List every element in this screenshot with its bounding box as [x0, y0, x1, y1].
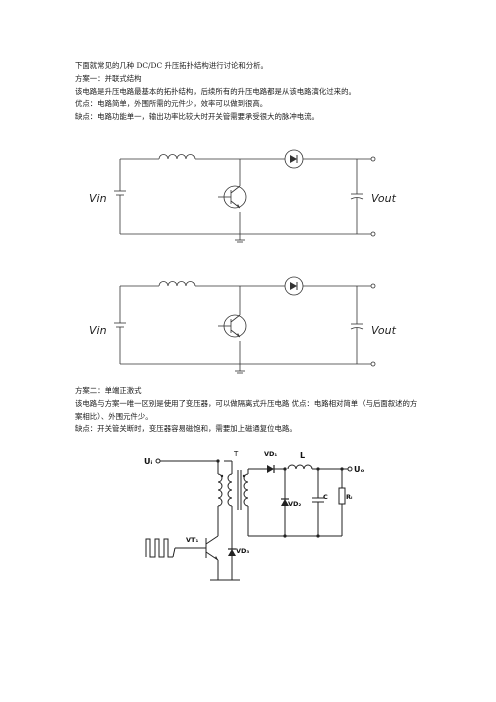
- vt1-label: VT₁: [186, 536, 198, 544]
- scheme2-heading: 方案二：单端正激式: [75, 386, 142, 395]
- boost-circuit-diagram-2: Vin Vout: [89, 276, 397, 374]
- circuit1-vout-label: Vout: [371, 192, 397, 205]
- scheme1-cons: 缺点：电路功能单一，输出功率比较大时开关管需要承受很大的脉冲电流。: [75, 112, 319, 122]
- forward-converter-diagram: Uᵢ Uₒ T VD₁ VD₂ VD₃ L C Rₗ VT₁: [144, 450, 364, 581]
- intro-text: 下面就常见的几种 DC/DC 升压拓扑结构进行讨论和分析。: [75, 61, 268, 70]
- vd1-label: VD₁: [264, 450, 277, 458]
- capacitor-label: C: [323, 493, 328, 501]
- circuit2-vin-label: Vin: [89, 324, 107, 337]
- circuit2-vout-label: Vout: [371, 324, 397, 337]
- scheme2-cons: 缺点：开关管关断时，变压器容易磁饱和，需要加上磁通复位电路。: [75, 424, 297, 434]
- section-intro: 下面就常见的几种 DC/DC 升压拓扑结构进行讨论和分析。 方案一：并联式结构 …: [75, 60, 420, 124]
- boost-circuit-diagram-1: Vin Vout: [89, 149, 397, 243]
- scheme2-description: 该电路与方案一唯一区别是使用了变压器，可以做隔离式升压电路 优点：电路相对简单（…: [75, 398, 418, 421]
- scheme1-pros: 优点：电路简单，外围所需的元件少，效率可以做到很高。: [75, 99, 268, 109]
- ui-label: Uᵢ: [144, 457, 152, 466]
- vd3-label: VD₃: [236, 547, 249, 555]
- load-resistor-label: Rₗ: [346, 493, 353, 501]
- inductor-label: L: [300, 451, 305, 460]
- section-scheme2: 方案二：单端正激式 该电路与方案一唯一区别是使用了变压器，可以做隔离式升压电路 …: [75, 385, 420, 436]
- uo-label: Uₒ: [354, 465, 364, 474]
- transformer-label: T: [233, 450, 239, 458]
- circuit1-vin-label: Vin: [89, 192, 107, 205]
- scheme1-description: 该电路是升压电路最基本的拓扑结构，后续所有的升压电路都是从该电路演化过来的。: [75, 86, 356, 96]
- scheme1-heading: 方案一：并联式结构: [75, 73, 142, 83]
- vd2-label: VD₂: [288, 500, 301, 508]
